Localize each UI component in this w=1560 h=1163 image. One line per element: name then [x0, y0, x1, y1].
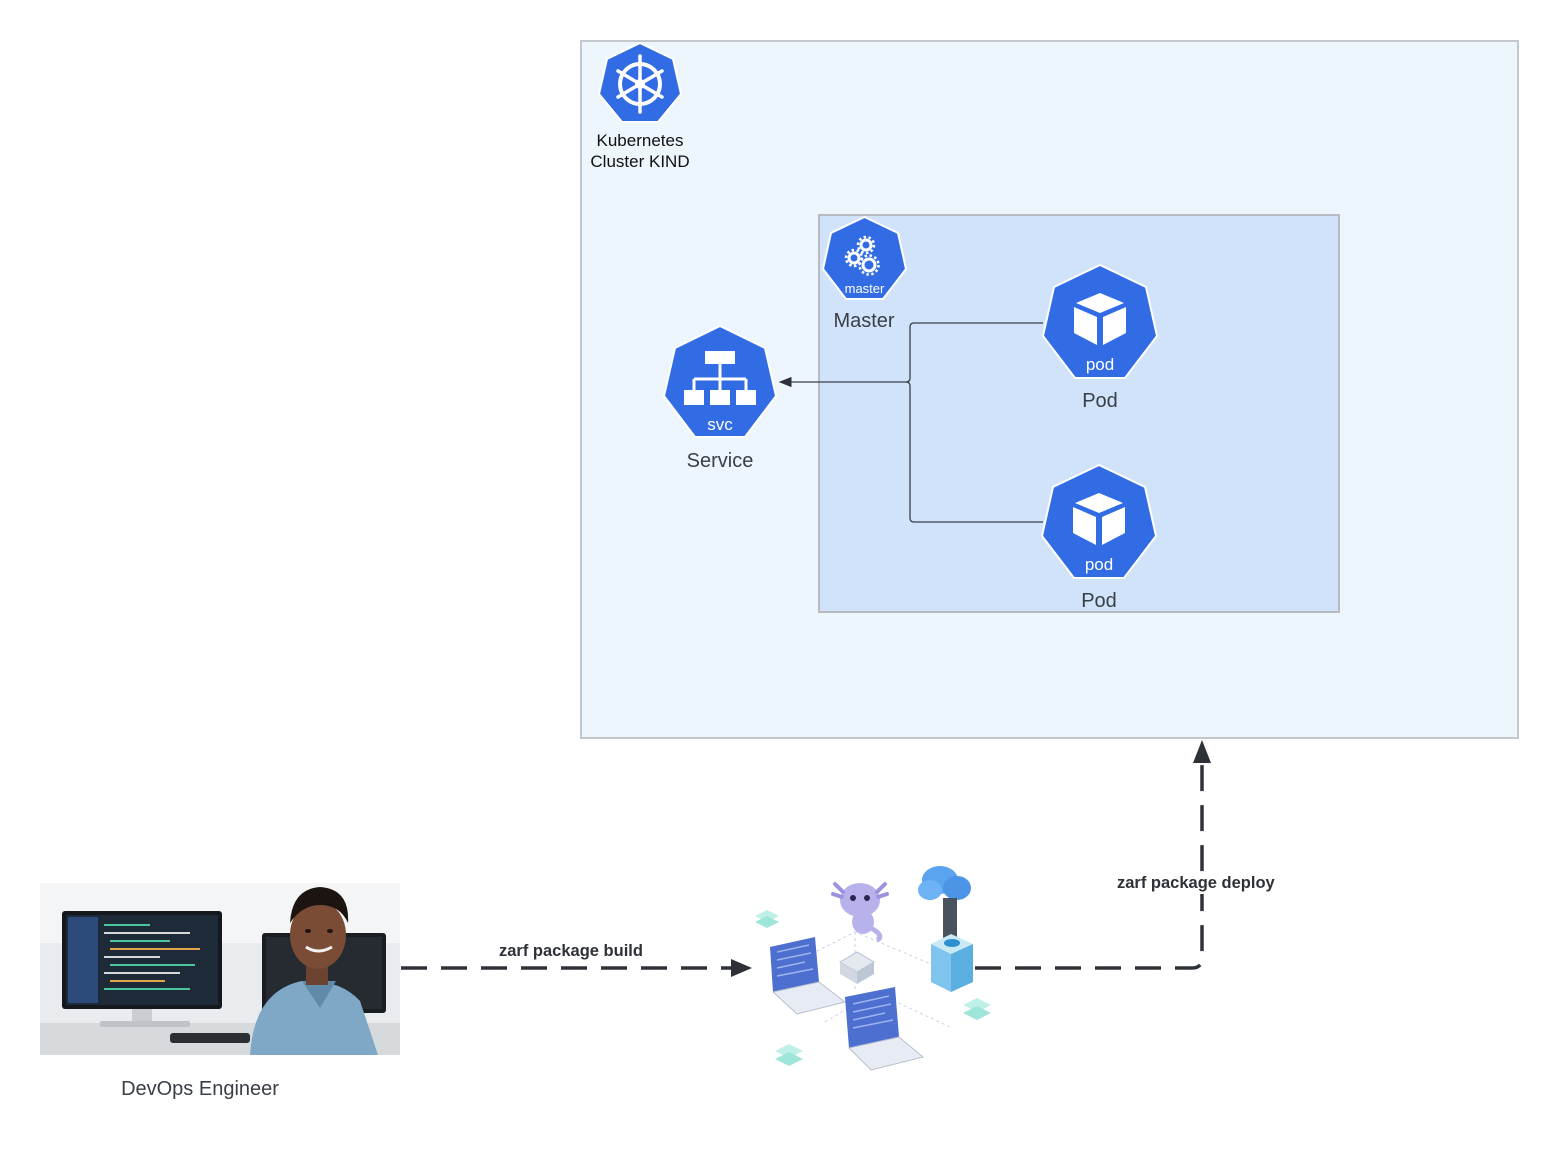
kubernetes-helm-icon — [598, 42, 682, 123]
master-icon-text: master — [845, 281, 885, 296]
master-label: Master — [833, 310, 895, 332]
layers-icon — [755, 910, 991, 1066]
devops-engineer-photo — [40, 883, 400, 1055]
laptop-icon — [770, 937, 847, 1015]
service-icon-text: svc — [707, 415, 733, 434]
build-arrowhead — [731, 959, 752, 977]
master-node-icon: master — [821, 215, 908, 300]
laptop-icon — [845, 987, 925, 1071]
deploy-arrow — [975, 765, 1204, 970]
pod-icon-text: pod — [1085, 555, 1113, 574]
engineer-label: DevOps Engineer — [121, 1078, 279, 1100]
pod-label: Pod — [1082, 390, 1118, 412]
service-label: Service — [686, 450, 754, 472]
server-icon — [839, 951, 875, 984]
deploy-arrowhead — [1193, 740, 1211, 763]
service-icon: svc — [662, 324, 778, 438]
pod-icon-text: pod — [1086, 355, 1114, 374]
deploy-edge-label: zarf package deploy — [1114, 873, 1278, 894]
pod-label: Pod — [1081, 590, 1117, 612]
cluster-title: Kubernetes Cluster KIND — [590, 131, 690, 171]
pod-icon: pod — [1041, 263, 1159, 379]
zarf-package-illustration — [755, 866, 991, 1071]
build-edge-label: zarf package build — [496, 941, 646, 962]
zarf-axolotl-icon — [831, 882, 889, 943]
pod2-to-service-connector — [905, 381, 1043, 523]
pod-icon: pod — [1040, 463, 1158, 579]
cloud-database-icon — [918, 866, 973, 992]
